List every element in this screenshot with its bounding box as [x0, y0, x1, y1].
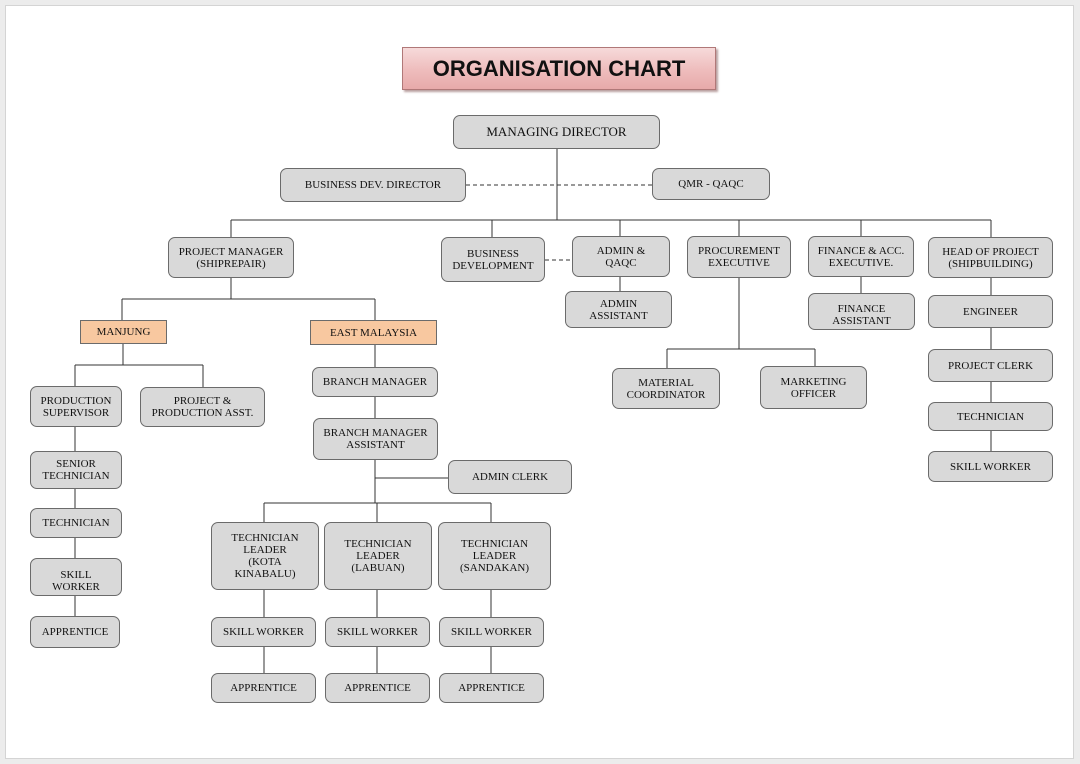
node-apprentice-sandakan: APPRENTICE: [439, 673, 544, 703]
node-skill-worker-labuan: SKILL WORKER: [325, 617, 430, 647]
node-business-dev-director: BUSINESS DEV. DIRECTOR: [280, 168, 466, 202]
node-apprentice-kota-kinabalu: APPRENTICE: [211, 673, 316, 703]
node-engineer: ENGINEER: [928, 295, 1053, 328]
node-branch-manager: BRANCH MANAGER: [312, 367, 438, 397]
node-admin-qaqc: ADMIN & QAQC: [572, 236, 670, 277]
node-manjung-apprentice: APPRENTICE: [30, 616, 120, 648]
node-procurement-executive: PROCUREMENT EXECUTIVE: [687, 236, 791, 278]
node-production-supervisor: PRODUCTION SUPERVISOR: [30, 386, 122, 427]
node-marketing-officer: MARKETING OFFICER: [760, 366, 867, 409]
node-technician-leader-kota-kinabalu: TECHNICIAN LEADER (KOTA KINABALU): [211, 522, 319, 590]
node-senior-technician: SENIOR TECHNICIAN: [30, 451, 122, 489]
node-apprentice-labuan: APPRENTICE: [325, 673, 430, 703]
node-finance-executive: FINANCE & ACC. EXECUTIVE.: [808, 236, 914, 277]
node-project-manager-shiprepair: PROJECT MANAGER (SHIPREPAIR): [168, 237, 294, 278]
node-qmr-qaqc: QMR - QAQC: [652, 168, 770, 200]
node-manjung-skill-worker: SKILL WORKER: [30, 558, 122, 596]
node-admin-clerk: ADMIN CLERK: [448, 460, 572, 494]
node-skill-worker-kota-kinabalu: SKILL WORKER: [211, 617, 316, 647]
node-hop-technician: TECHNICIAN: [928, 402, 1053, 431]
node-admin-assistant: ADMIN ASSISTANT: [565, 291, 672, 328]
node-managing-director: MANAGING DIRECTOR: [453, 115, 660, 149]
node-project-production-asst: PROJECT & PRODUCTION ASST.: [140, 387, 265, 427]
node-skill-worker-sandakan: SKILL WORKER: [439, 617, 544, 647]
node-business-development: BUSINESS DEVELOPMENT: [441, 237, 545, 282]
chart-title: ORGANISATION CHART: [402, 47, 716, 90]
node-head-of-project-shipbuilding: HEAD OF PROJECT (SHIPBUILDING): [928, 237, 1053, 278]
node-region-east-malaysia: EAST MALAYSIA: [310, 320, 437, 345]
node-region-manjung: MANJUNG: [80, 320, 167, 344]
node-branch-manager-assistant: BRANCH MANAGER ASSISTANT: [313, 418, 438, 460]
node-technician-leader-sandakan: TECHNICIAN LEADER (SANDAKAN): [438, 522, 551, 590]
node-material-coordinator: MATERIAL COORDINATOR: [612, 368, 720, 409]
node-hop-skill-worker: SKILL WORKER: [928, 451, 1053, 482]
node-project-clerk: PROJECT CLERK: [928, 349, 1053, 382]
node-finance-assistant: FINANCE ASSISTANT: [808, 293, 915, 330]
node-manjung-technician: TECHNICIAN: [30, 508, 122, 538]
node-technician-leader-labuan: TECHNICIAN LEADER (LABUAN): [324, 522, 432, 590]
